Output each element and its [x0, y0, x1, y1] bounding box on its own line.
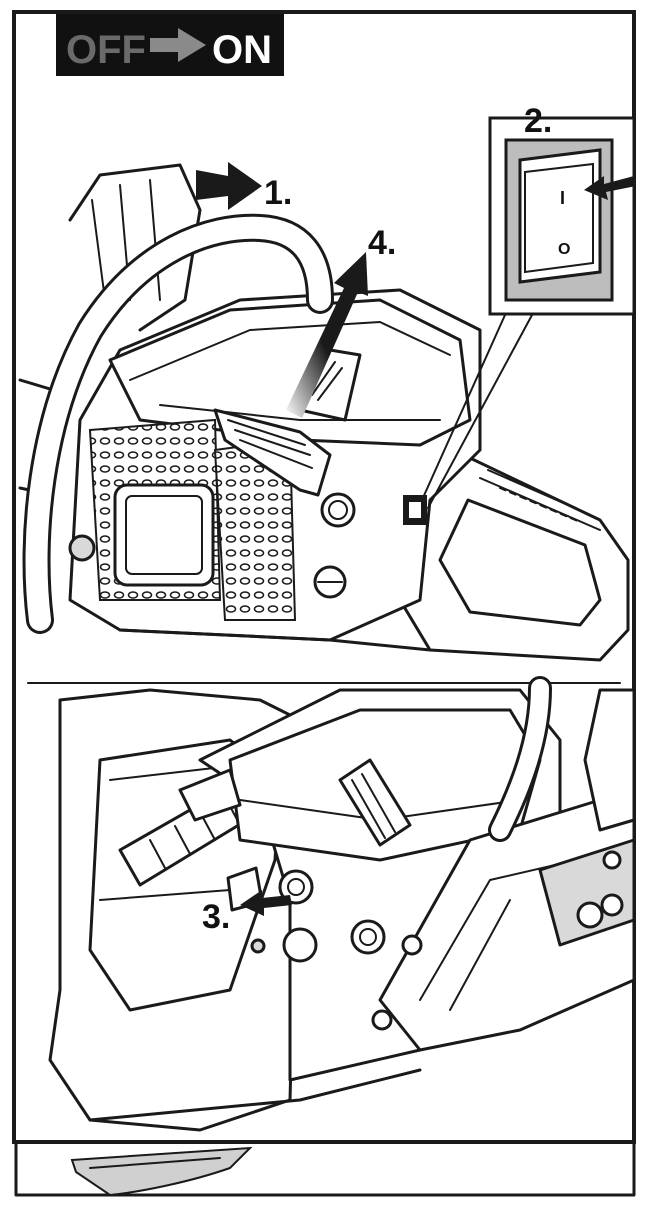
step2-arrow-icon [584, 176, 636, 200]
bar-nut [68, 534, 96, 562]
cover-latch [338, 758, 412, 847]
right-arrow-icon [150, 28, 206, 62]
starter-cover-window [113, 483, 215, 587]
step3-label: 3. [202, 898, 230, 936]
chain-brake-guard [68, 163, 202, 332]
step1-arrow-icon [196, 162, 262, 210]
primer-bulb [320, 492, 356, 528]
step2-label: 2. [524, 102, 552, 140]
switch-off-mark: O [558, 241, 570, 258]
rear-handle [398, 456, 630, 662]
starter-knob [278, 869, 314, 905]
step2-callout: 2. [524, 102, 552, 140]
next-figure-fragment [70, 1146, 253, 1197]
switch-inset: I O [421, 116, 636, 509]
fuel-cap [350, 919, 386, 955]
step4-arrow-icon [286, 252, 368, 418]
step1-label: 1. [264, 174, 292, 212]
chainsaw-top-view [18, 163, 630, 662]
page-frame [12, 10, 636, 1197]
badge-off-text: OFF [66, 28, 146, 72]
chainsaw-bottom-view [48, 676, 636, 1132]
step3-arrow-icon [240, 890, 292, 916]
rocker-switch [524, 162, 594, 274]
off-on-badge: OFF ON [56, 14, 284, 76]
step4-callout: 4. [286, 224, 396, 418]
step4-label: 4. [368, 224, 396, 262]
step1-callout: 1. [196, 162, 292, 212]
step3-callout: 3. [202, 890, 292, 936]
badge-on-text: ON [212, 28, 272, 72]
switch-on-mark: I [560, 188, 565, 208]
